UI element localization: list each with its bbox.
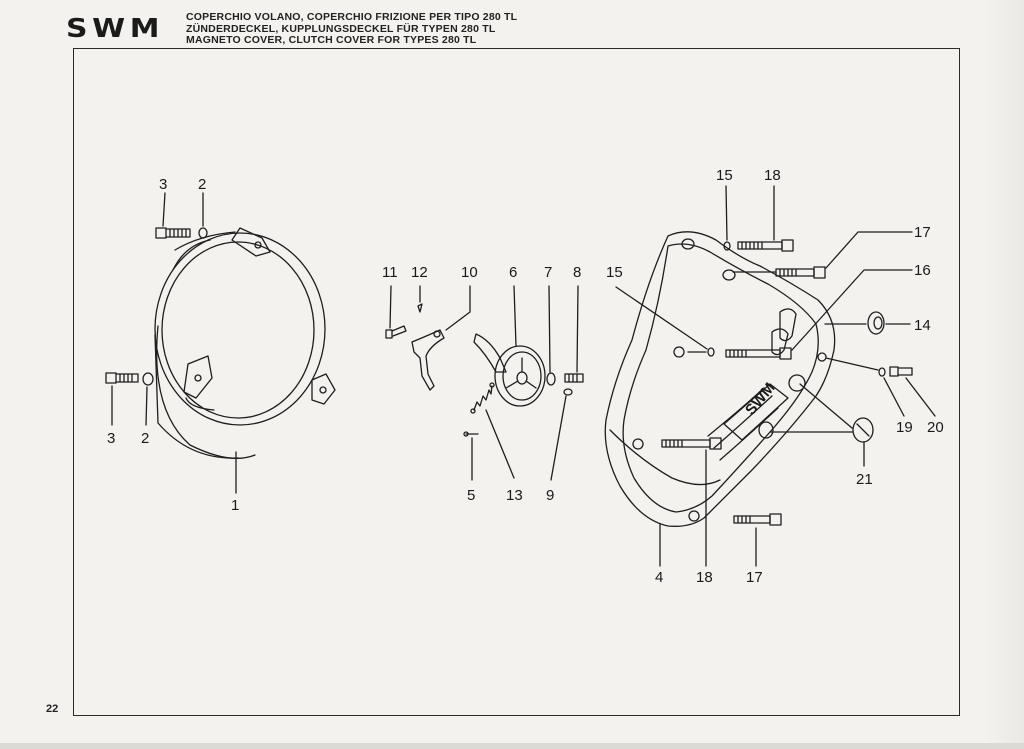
spring-13 [470, 382, 495, 414]
callout-14: 14 [914, 317, 931, 334]
nut-9 [563, 388, 573, 396]
callout-4: 4 [655, 569, 663, 586]
callout-11: 11 [382, 264, 398, 281]
page-title-block: COPERCHIO VOLANO, COPERCHIO FRIZIONE PER… [186, 11, 518, 47]
callout-2-upper: 2 [198, 176, 206, 193]
pin-5 [463, 431, 479, 437]
callout-5: 5 [467, 487, 475, 504]
washer-19 [878, 367, 886, 377]
callout-7: 7 [544, 264, 552, 281]
magneto-cover-ring [154, 227, 336, 459]
brand-logo: SWM [66, 14, 165, 44]
callout-6: 6 [509, 264, 517, 281]
callout-8: 8 [573, 264, 581, 281]
title-english: MAGNETO COVER, CLUTCH COVER FOR TYPES 28… [186, 34, 477, 46]
diagram-frame [73, 48, 960, 716]
title-italian: COPERCHIO VOLANO, COPERCHIO FRIZIONE PER… [186, 11, 518, 23]
bolt-3-upper [155, 227, 191, 239]
clutch-cover-4 [604, 231, 836, 527]
page-edge-shadow [984, 0, 1024, 749]
washer-15-lower [707, 347, 715, 357]
callout-9: 9 [546, 487, 554, 504]
bolt-18-top [737, 239, 794, 252]
callout-21: 21 [856, 471, 873, 488]
washer-2-lower [142, 372, 154, 386]
bolt-17-lower [733, 513, 782, 526]
callout-10: 10 [461, 264, 478, 281]
callout-3-upper: 3 [159, 176, 167, 193]
washer-15-top [723, 241, 731, 251]
lever-10 [411, 329, 445, 391]
pulley-6 [473, 333, 546, 407]
bolt-16 [725, 347, 792, 360]
screw-20 [889, 366, 913, 377]
callout-20: 20 [927, 419, 944, 436]
callout-19: 19 [896, 419, 913, 436]
callout-3-lower: 3 [107, 430, 115, 447]
callout-15-left: 15 [606, 264, 623, 281]
washer-2-upper [198, 227, 208, 239]
page-bottom-edge [0, 743, 1024, 749]
callout-17-top: 17 [914, 224, 931, 241]
callout-labels: 3 2 3 2 1 11 12 10 6 7 8 15 5 13 9 15 18… [107, 167, 944, 586]
callout-2-lower: 2 [141, 430, 149, 447]
callout-12: 12 [411, 264, 428, 281]
title-german: ZÜNDERDECKEL, KUPPLUNGSDECKEL FÜR TYPEN … [186, 22, 496, 35]
plug-21 [852, 417, 874, 443]
bolt-18-lower [661, 437, 722, 450]
washer-7 [546, 372, 556, 386]
callout-16: 16 [914, 262, 931, 279]
callout-17-lower: 17 [746, 569, 763, 586]
screw-11 [385, 325, 407, 339]
bolt-17-top [775, 266, 826, 279]
bolt-3-lower [105, 372, 139, 384]
seal-14 [867, 311, 885, 335]
callout-18-lower: 18 [696, 569, 713, 586]
callout-18-top: 18 [764, 167, 781, 184]
spring-8 [564, 373, 584, 383]
callout-1: 1 [231, 497, 239, 514]
callout-13: 13 [506, 487, 523, 504]
pin-12 [417, 303, 423, 313]
callout-15-top: 15 [716, 167, 733, 184]
page-number: 22 [46, 703, 59, 715]
